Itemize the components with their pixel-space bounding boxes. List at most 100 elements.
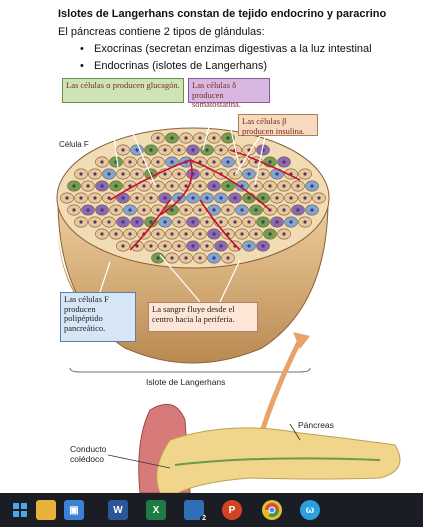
cell-nucleus [184, 256, 187, 259]
cell-nucleus [177, 220, 180, 223]
label-conducto: Conducto colédoco [70, 444, 118, 464]
cell-nucleus [149, 196, 152, 199]
cell-nucleus [135, 148, 138, 151]
cell-nucleus [170, 256, 173, 259]
cell-nucleus [275, 196, 278, 199]
cell-nucleus [205, 196, 208, 199]
cell-nucleus [156, 208, 159, 211]
cell-nucleus [282, 208, 285, 211]
cell-nucleus [93, 220, 96, 223]
cell-nucleus [184, 232, 187, 235]
cell-nucleus [296, 208, 299, 211]
cell-nucleus [121, 244, 124, 247]
cell-nucleus [72, 208, 75, 211]
cell-nucleus [303, 196, 306, 199]
cell-nucleus [121, 148, 124, 151]
cell-nucleus [163, 148, 166, 151]
cell-nucleus [114, 208, 117, 211]
cell-nucleus [212, 160, 215, 163]
cell-nucleus [296, 184, 299, 187]
cell-nucleus [163, 220, 166, 223]
word-icon[interactable]: W [108, 500, 128, 520]
cell-nucleus [198, 184, 201, 187]
cell-nucleus [282, 184, 285, 187]
cell-nucleus [198, 256, 201, 259]
cell-nucleus [303, 220, 306, 223]
cell-nucleus [170, 136, 173, 139]
cell-nucleus [261, 196, 264, 199]
cell-nucleus [177, 148, 180, 151]
store-icon[interactable]: ▣ [64, 500, 84, 520]
powerpoint-icon[interactable]: P [222, 500, 242, 520]
islote-bracket [70, 368, 310, 372]
label-delta-cells: Las células δ producen somatostatina. [188, 78, 270, 103]
cell-nucleus [142, 184, 145, 187]
app-icon[interactable]: ω [300, 500, 320, 520]
taskbar: ▣ W X 2 P ω [0, 493, 423, 527]
cell-nucleus [191, 196, 194, 199]
cell-nucleus [205, 220, 208, 223]
cell-nucleus [219, 196, 222, 199]
mail-badge: 2 [200, 515, 208, 522]
cell-nucleus [121, 220, 124, 223]
cell-nucleus [149, 220, 152, 223]
cell-nucleus [149, 148, 152, 151]
cell-nucleus [219, 244, 222, 247]
cell-nucleus [149, 244, 152, 247]
cell-nucleus [100, 160, 103, 163]
cell-nucleus [240, 232, 243, 235]
cell-nucleus [107, 172, 110, 175]
cell-nucleus [114, 232, 117, 235]
cell-nucleus [191, 244, 194, 247]
cell-nucleus [86, 208, 89, 211]
cell-nucleus [198, 208, 201, 211]
cell-nucleus [86, 184, 89, 187]
cell-nucleus [212, 184, 215, 187]
cell-nucleus [219, 220, 222, 223]
cell-nucleus [289, 196, 292, 199]
cell-nucleus [226, 160, 229, 163]
cell-nucleus [275, 172, 278, 175]
cell-nucleus [212, 136, 215, 139]
cell-nucleus [72, 184, 75, 187]
cell-nucleus [121, 172, 124, 175]
cell-nucleus [268, 232, 271, 235]
cell-nucleus [233, 196, 236, 199]
slide: Islotes de Langerhans constan de tejido … [0, 0, 423, 493]
cell-nucleus [100, 208, 103, 211]
file-explorer-icon[interactable] [36, 500, 56, 520]
cell-nucleus [79, 172, 82, 175]
cell-nucleus [268, 184, 271, 187]
cell-nucleus [275, 220, 278, 223]
cell-nucleus [135, 172, 138, 175]
cell-nucleus [212, 208, 215, 211]
cell-nucleus [135, 196, 138, 199]
cell-nucleus [247, 220, 250, 223]
chrome-icon[interactable] [262, 500, 282, 520]
cell-nucleus [191, 148, 194, 151]
cell-nucleus [198, 136, 201, 139]
cell-nucleus [156, 160, 159, 163]
cell-nucleus [65, 196, 68, 199]
cell-nucleus [317, 196, 320, 199]
mail-icon[interactable]: 2 [184, 500, 204, 520]
cell-nucleus [198, 232, 201, 235]
cell-nucleus [226, 184, 229, 187]
cell-nucleus [100, 232, 103, 235]
excel-icon[interactable]: X [146, 500, 166, 520]
cell-nucleus [247, 196, 250, 199]
cell-nucleus [93, 172, 96, 175]
cell-nucleus [226, 136, 229, 139]
cell-nucleus [240, 208, 243, 211]
cell-nucleus [170, 232, 173, 235]
cell-nucleus [205, 244, 208, 247]
cell-nucleus [163, 196, 166, 199]
cell-nucleus [254, 232, 257, 235]
cell-nucleus [247, 244, 250, 247]
label-f-cells: Las células F producen polipéptido pancr… [60, 292, 136, 342]
label-blood-flow: La sangre fluye desde el centro hacia la… [148, 302, 258, 332]
cell-nucleus [79, 220, 82, 223]
cell-nucleus [205, 172, 208, 175]
windows-icon[interactable] [10, 500, 30, 520]
label-celula-f: Célula F [59, 140, 89, 149]
